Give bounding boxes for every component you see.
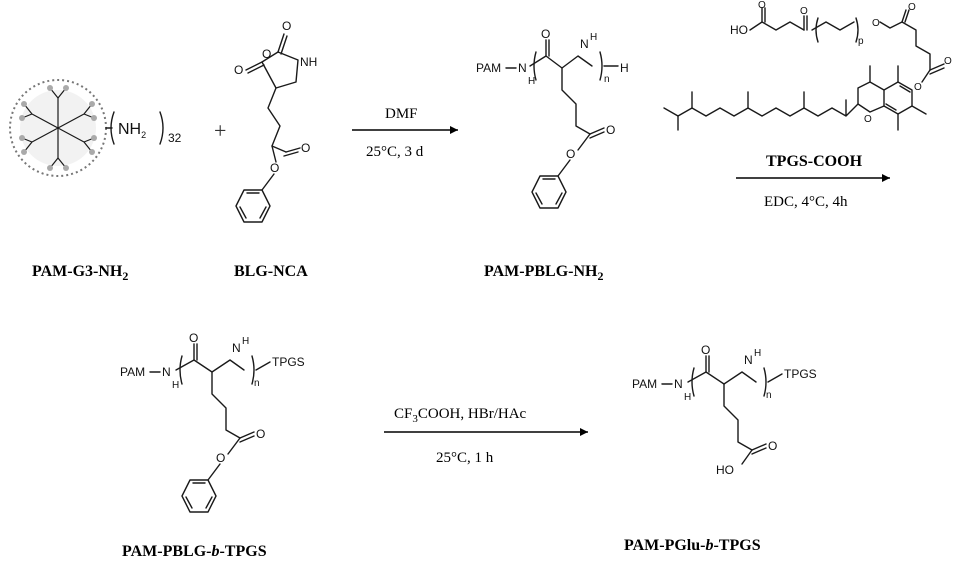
- pblgt-ester-o2: O: [216, 451, 225, 465]
- tpgs-p: p: [858, 36, 864, 47]
- pblg-carbonyl-o: O: [541, 27, 550, 41]
- blg-ring-oxygen: O: [262, 47, 271, 61]
- tpgs-o6: O: [914, 82, 922, 93]
- svg-text:NH2: NH2: [118, 121, 146, 140]
- pam-g3-count: 32: [168, 131, 182, 145]
- pblg-ester-o1: O: [606, 123, 615, 137]
- pglu-n-repeat: n: [766, 390, 772, 401]
- pblg-h: H: [528, 76, 535, 87]
- pam-pblg-b-tpgs-label: PAM-PBLG-b-TPGS: [122, 543, 267, 560]
- pglu-n: N: [674, 377, 683, 391]
- pblg-pam: PAM: [476, 61, 501, 75]
- pblg-n-repeat: n: [604, 74, 610, 85]
- blg-nca-label: BLG-NCA: [234, 263, 308, 280]
- blg-carbonyl-o2: O: [234, 63, 243, 77]
- pglu-acid-ho: HO: [716, 463, 734, 477]
- step3-conditions: 25°C, 1 h: [436, 450, 494, 466]
- pam-g3-dendrimer: NH2 32: [9, 79, 182, 177]
- pam-pblg-b-tpgs-structure: PAM N H O N H n TPGS O O: [120, 331, 305, 513]
- pam-pblg-nh2-label: PAM-PBLG-NH2: [484, 263, 603, 283]
- pblgt-n-repeat: n: [254, 378, 260, 389]
- tpgs-cooh-structure: HO O O p O O O O O: [663, 0, 952, 131]
- step1-arrow: DMF 25°C, 3 d: [352, 106, 458, 160]
- pblgt-pam: PAM: [120, 365, 145, 379]
- blg-nh: NH: [300, 55, 317, 69]
- pam-g3-nh-group: NH: [118, 121, 141, 138]
- tpgs-o3: O: [872, 18, 880, 29]
- step2-arrow: TPGS-COOH EDC, 4°C, 4h: [736, 153, 890, 210]
- tpgs-o1: O: [758, 0, 766, 11]
- tpgs-o2: O: [800, 6, 808, 17]
- pblg-end-h: H: [620, 61, 629, 75]
- blg-ester-o1: O: [301, 141, 310, 155]
- pglu-tpgs: TPGS: [784, 367, 817, 381]
- pblgt-n: N: [162, 365, 171, 379]
- pblgt-backbone-h: H: [242, 336, 249, 347]
- pblg-n: N: [518, 61, 527, 75]
- blg-ester-o2: O: [270, 161, 279, 175]
- pblg-ester-o2: O: [566, 147, 575, 161]
- step2-conditions: EDC, 4°C, 4h: [764, 194, 848, 210]
- pglu-acid-o: O: [768, 439, 777, 453]
- pblgt-carbonyl-o: O: [189, 331, 198, 345]
- step3-arrow: CF3COOH, HBr/HAc 25°C, 1 h: [384, 406, 588, 466]
- tpgs-ho: HO: [730, 23, 748, 37]
- step3-reagent: CF3COOH, HBr/HAc: [394, 406, 527, 425]
- pam-g3-label: PAM-G3-NH2: [32, 263, 128, 283]
- pblgt-tpgs: TPGS: [272, 355, 305, 369]
- pglu-pam: PAM: [632, 377, 657, 391]
- blg-carbonyl-o1: O: [282, 19, 291, 33]
- pglu-carbonyl-o: O: [701, 343, 710, 357]
- pglu-backbone-h: H: [754, 348, 761, 359]
- pam-pglu-b-tpgs-label: PAM-PGlu-b-TPGS: [624, 537, 761, 554]
- pam-pglu-b-tpgs-structure: PAM N H O N H n TPGS O HO: [632, 343, 817, 477]
- pblg-backbone-n: N: [580, 37, 589, 51]
- blg-nca-structure: O O O NH O O: [234, 19, 317, 223]
- tpgs-chroman-o: O: [864, 114, 872, 125]
- tpgs-o5: O: [944, 56, 952, 67]
- pam-g3-nh-sub: 2: [141, 130, 146, 140]
- pblgt-h: H: [172, 380, 179, 391]
- pglu-backbone-n: N: [744, 353, 753, 367]
- step1-reagent: DMF: [385, 106, 418, 122]
- plus-sign: +: [214, 118, 226, 143]
- pblgt-ester-o1: O: [256, 427, 265, 441]
- pblgt-backbone-n: N: [232, 341, 241, 355]
- pblg-backbone-h: H: [590, 32, 597, 43]
- pam-pblg-nh2-structure: PAM N H O N H n H O O: [476, 27, 629, 209]
- step2-reagent: TPGS-COOH: [766, 153, 863, 170]
- step1-conditions: 25°C, 3 d: [366, 144, 424, 160]
- tpgs-o4: O: [908, 2, 916, 13]
- pglu-h: H: [684, 392, 691, 403]
